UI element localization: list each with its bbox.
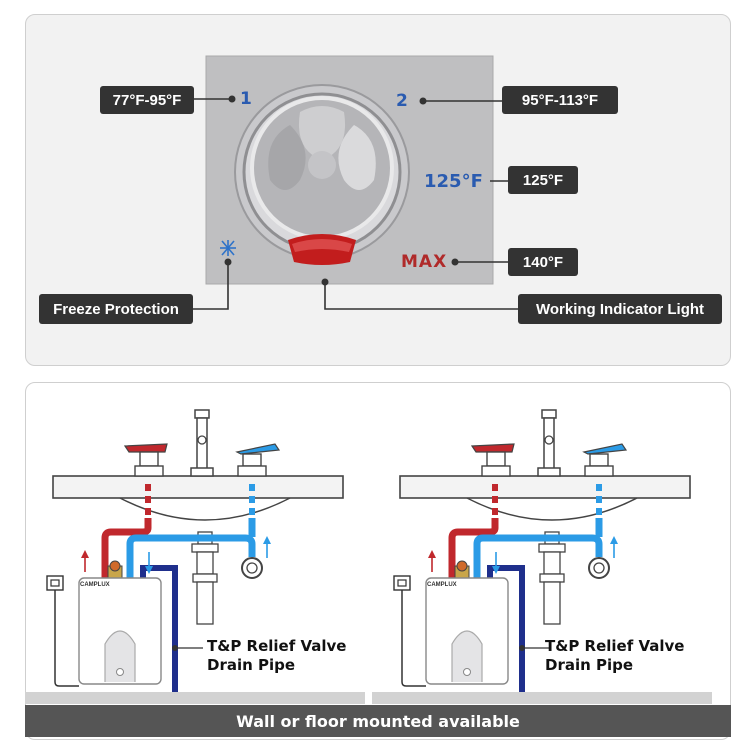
caption-left-line1: T&P Relief Valve [207,637,347,655]
dial-setting-125: 125°F [424,171,483,192]
dial-setting-1: 1 [240,89,252,109]
label-temp-max: 140°F [508,248,578,276]
caption-right: T&P Relief Valve Drain Pipe [545,637,684,675]
footer-banner: Wall or floor mounted available [25,705,731,737]
label-temp-125: 125°F [508,166,578,194]
caption-left: T&P Relief Valve Drain Pipe [207,637,346,675]
label-range-2: 95°F-113°F [502,86,618,114]
label-range-1: 77°F-95°F [100,86,194,114]
dial-setting-max: MAX [401,252,448,272]
label-indicator-light: Working Indicator Light [518,294,722,324]
caption-left-line2: Drain Pipe [207,656,296,674]
label-freeze-protection: Freeze Protection [39,294,193,324]
snowflake-icon [220,240,236,256]
dial-setting-2: 2 [396,91,408,111]
brand-label-left: CAMPLUX [80,582,110,588]
caption-right-line1: T&P Relief Valve [545,637,685,655]
brand-label-right: CAMPLUX [427,582,457,588]
caption-right-line2: Drain Pipe [545,656,634,674]
